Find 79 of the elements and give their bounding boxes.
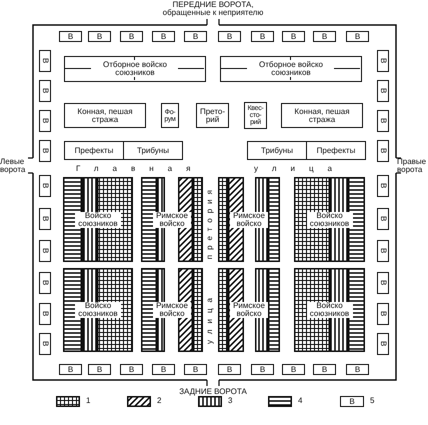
area-label: Войско союзников [75,302,121,318]
tent-box: В [377,140,389,162]
area-label: Римское войско [153,212,191,228]
street-name: Главная [76,165,204,173]
tent-box: В [39,333,51,355]
building-box: Отборное войско союзников [220,56,362,82]
tent-box: В [39,240,51,262]
area-label: Римское войско [230,212,268,228]
building-box: Префекты [64,141,124,160]
tent-box: В [184,364,207,375]
tent-box: В [377,272,389,294]
troop-area [63,268,133,352]
legend-number: 4 [298,397,302,405]
area-label: Войско союзников [75,212,121,228]
tent-box: В [377,175,389,197]
troop-area [63,177,133,262]
tent-box: В [39,140,51,162]
tent-box: В [377,303,389,325]
building-box: Отборное войско союзников [64,56,206,82]
building-box: Конная, пешая стража [281,103,363,128]
tent-box: В [39,272,51,294]
area-label: Войско союзников [306,212,352,228]
legend-number: 5 [370,397,374,405]
street-name: улица [206,292,214,344]
tent-box: В [39,208,51,230]
tent-box: В [313,31,336,42]
tent-box: В [218,364,241,375]
tent-box: В [377,110,389,132]
building-box: Прето- рий [196,103,229,128]
tent-box: В [88,31,111,42]
building-box: Трибуны [123,141,183,160]
legend-number: 2 [157,397,162,405]
street-name: претория [206,185,214,260]
area-label: Римское войско [153,302,191,318]
tent-box: В [152,364,175,375]
tent-box: В [39,303,51,325]
building-box: Трибуны [247,141,307,160]
gate-label: ПЕРЕДНИЕ ВОРОТА, обращенные к неприятелю [162,1,264,17]
tent-box: В [377,50,389,72]
troop-area [294,177,365,262]
tent-box: В [88,364,111,375]
tent-box: В [152,31,175,42]
tent-box: В [218,31,241,42]
troop-area [218,268,280,352]
building-box: Конная, пешая стража [64,103,146,128]
tent-box: В [313,364,336,375]
area-label: Войско союзников [306,302,352,318]
tent-box: В [120,364,143,375]
gate-label: Левые ворота [0,158,26,174]
legend-letter: В [349,398,355,406]
tent-box: В [377,208,389,230]
troop-area [218,177,280,262]
tent-box: В [120,31,143,42]
tent-box: В [184,31,207,42]
tent-box: В [282,31,305,42]
troop-area [141,177,203,262]
legend-number: 3 [228,397,232,405]
street-name: улица [254,165,346,173]
tent-box: В [39,50,51,72]
tent-box: В [346,31,369,42]
tent-box: В [377,333,389,355]
legend-number: 1 [86,397,90,405]
area-label: Римское войско [230,302,268,318]
gate-label: Правые ворота [397,158,428,174]
tent-box: В [39,110,51,132]
tent-box: В [39,80,51,102]
gate-label: ЗАДНИЕ ВОРОТА [178,388,248,396]
tent-box: В [282,364,305,375]
tent-box: В [346,364,369,375]
tent-box: В [377,80,389,102]
tent-box: В [377,240,389,262]
tent-box: В [251,31,274,42]
tent-box: В [59,31,82,42]
troop-area [141,268,203,352]
tent-box: В [251,364,274,375]
tent-box: В [39,175,51,197]
troop-area [294,268,365,352]
tent-box: В [59,364,82,375]
building-box: Префекты [306,141,366,160]
